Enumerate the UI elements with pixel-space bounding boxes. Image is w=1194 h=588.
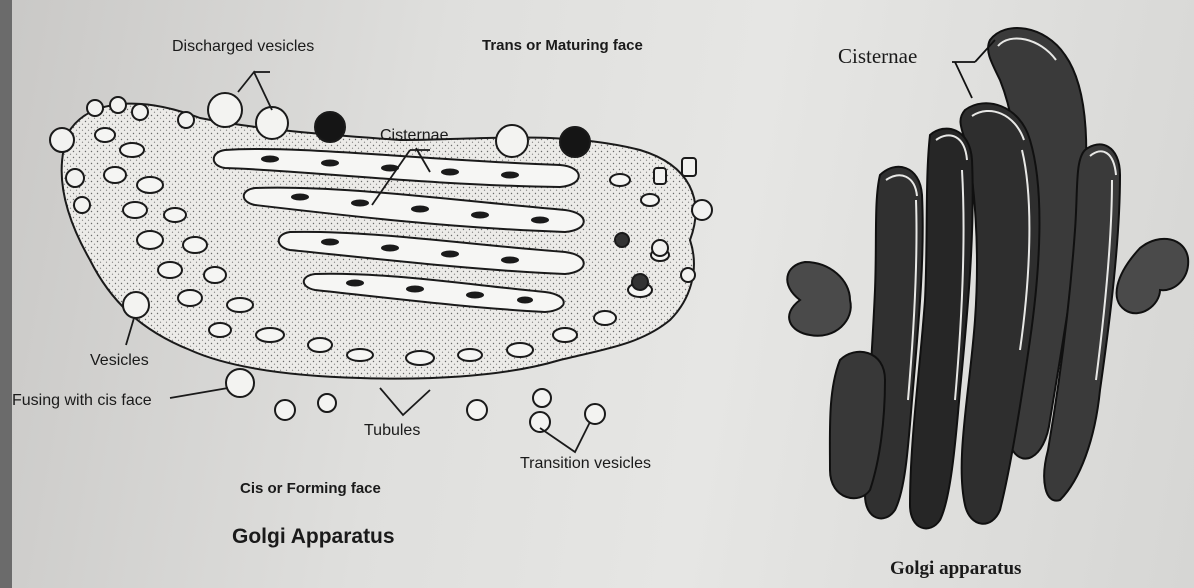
label-discharged-vesicles: Discharged vesicles [172,38,314,56]
right-diagram-title: Golgi apparatus [890,558,1021,580]
cisterna-sac [865,167,923,519]
label-fusing-with-cis-face: Fusing with cis face [12,392,152,410]
cisterna-sac [1044,144,1120,500]
golgi-cross-section-diagram [0,0,760,588]
label-cisternae-left: Cisternae [380,127,448,145]
side-vesicle-right [1117,239,1189,313]
side-vesicle-left [787,262,851,336]
left-diagram-title: Golgi Apparatus [232,525,395,549]
transition-vesicles [275,389,605,432]
label-transition-vesicles: Transition vesicles [520,455,651,473]
right-leader-lines [952,40,995,98]
cisterna-sac [988,28,1086,459]
label-trans-face: Trans or Maturing face [482,37,643,54]
cisterna-sac [960,103,1039,523]
label-cis-face: Cis or Forming face [240,480,381,497]
label-vesicles: Vesicles [90,352,149,370]
label-cisternae-right: Cisternae [838,44,917,69]
cisterna-sac [910,129,973,529]
label-tubules: Tubules [364,422,420,440]
cisterna-sac [830,352,885,498]
